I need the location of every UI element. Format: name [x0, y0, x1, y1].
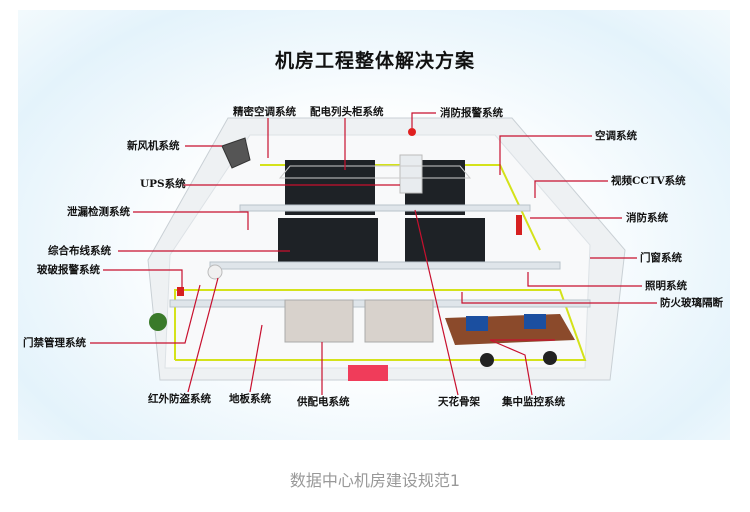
leader-ac	[499, 135, 592, 175]
ceiling-beam	[239, 204, 531, 212]
leader-monitoring	[489, 339, 555, 396]
label-pdu-cabinet: 配电列头柜系统	[310, 106, 384, 118]
server-rack-row	[405, 218, 485, 266]
glass-break-alarm	[177, 287, 184, 296]
infrared-sensor	[207, 264, 223, 280]
ups-unit	[399, 154, 423, 194]
entrance-mat	[348, 365, 388, 381]
chair	[480, 353, 494, 367]
server-rack-row	[278, 218, 378, 266]
leader-floor	[249, 324, 263, 393]
yellow-floor-trim	[174, 289, 587, 361]
label-ups: UPS系统	[140, 178, 186, 190]
label-lighting: 照明系统	[645, 280, 687, 292]
label-glass-break: 玻破报警系统	[37, 264, 100, 276]
label-power-supply: 供配电系统	[297, 396, 350, 408]
fire-extinguisher	[516, 215, 522, 235]
leader-glassbreak	[103, 269, 183, 288]
power-cabinet	[364, 299, 434, 343]
image-caption: 数据中心机房建设规范1	[289, 471, 461, 490]
label-ac: 空调系统	[595, 130, 637, 142]
fire-alarm-device	[408, 128, 416, 136]
leader-fireglass	[461, 292, 657, 304]
label-precision-ac: 精密空调系统	[233, 106, 296, 118]
leader-lines	[90, 112, 657, 396]
plant	[149, 313, 167, 331]
leader-infrared	[187, 277, 219, 393]
leader-cctv	[534, 180, 608, 198]
label-cabling: 综合布线系统	[48, 245, 111, 257]
label-fire-alarm: 消防报警系统	[440, 107, 503, 119]
diagram-title: 机房工程整体解决方案	[274, 50, 475, 72]
leader-fire-alarm	[411, 112, 436, 128]
leader-access	[90, 284, 201, 344]
label-door-window: 门窗系统	[640, 252, 682, 264]
label-fire-glass: 防火玻璃隔断	[660, 297, 723, 309]
label-infrared: 红外防盗系统	[148, 393, 211, 405]
leader-leak	[133, 211, 249, 230]
label-fresh-air: 新风机系统	[127, 140, 180, 152]
leader-lighting	[527, 272, 642, 287]
power-cabinet	[284, 299, 354, 343]
fresh-air-unit	[221, 137, 251, 169]
monitor	[466, 316, 488, 331]
label-ceiling: 天花骨架	[438, 396, 480, 408]
monitor	[524, 314, 546, 329]
chair	[543, 351, 557, 365]
label-cctv: 视频CCTV系统	[611, 175, 686, 187]
ceiling-beam	[209, 261, 561, 270]
cable-tray	[278, 165, 472, 179]
label-fire-protection: 消防系统	[626, 212, 668, 224]
label-monitoring: 集中监控系统	[502, 396, 565, 408]
leader-ceiling	[414, 209, 459, 396]
label-access-control: 门禁管理系统	[23, 337, 86, 349]
label-floor: 地板系统	[229, 393, 271, 405]
label-leak-detection: 泄漏检测系统	[67, 206, 130, 218]
